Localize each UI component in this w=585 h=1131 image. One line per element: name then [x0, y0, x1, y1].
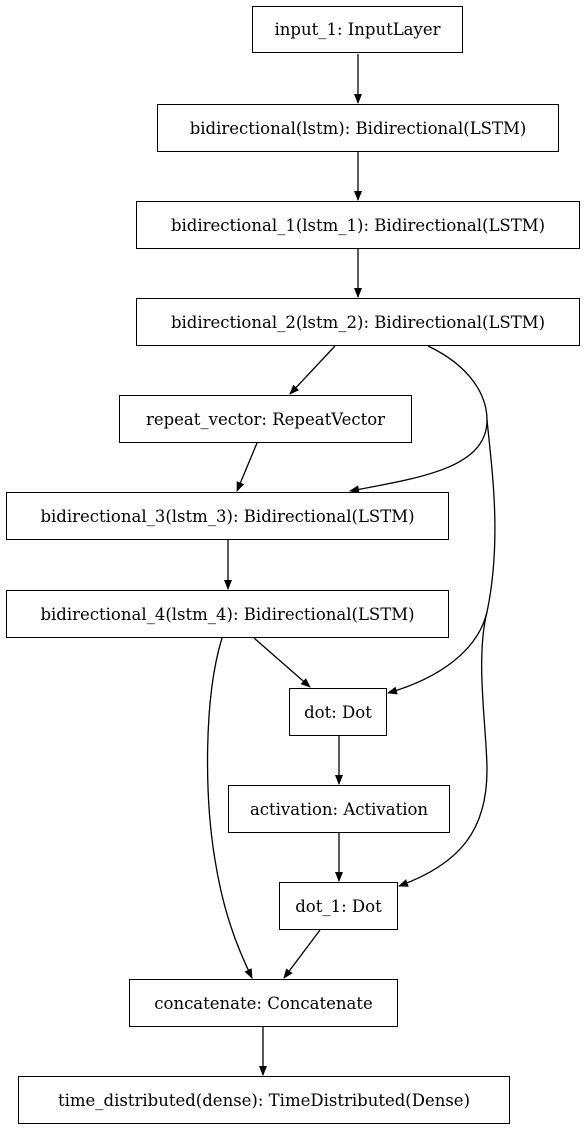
node-bidirectional-3: bidirectional_3(lstm_3): Bidirectional(L…: [6, 492, 449, 540]
edge-bidirectional-2-to-bidirectional-3: [349, 345, 488, 494]
node-label: concatenate: Concatenate: [154, 993, 373, 1013]
edge-bidirectional-2-to-dot: [387, 419, 496, 695]
edge-bidirectional-4-to-dot: [253, 637, 311, 688]
node-label: bidirectional_4(lstm_4): Bidirectional(L…: [40, 604, 415, 624]
node-label: bidirectional(lstm): Bidirectional(LSTM): [189, 118, 527, 138]
node-bidirectional: bidirectional(lstm): Bidirectional(LSTM): [157, 104, 559, 152]
edge-repeat-vector-to-bidirectional-3: [236, 442, 258, 492]
node-label: time_distributed(dense): TimeDistributed…: [57, 1090, 471, 1110]
node-label: bidirectional_2(lstm_2): Bidirectional(L…: [170, 312, 546, 332]
node-dot-1: dot_1: Dot: [279, 882, 398, 930]
node-label: activation: Activation: [249, 799, 429, 819]
node-bidirectional-2: bidirectional_2(lstm_2): Bidirectional(L…: [136, 298, 580, 346]
edge-dot-1-to-concatenate: [283, 929, 321, 979]
edge-bidirectional-2-to-dot-1: [398, 611, 488, 887]
node-label: bidirectional_3(lstm_3): Bidirectional(L…: [40, 506, 415, 526]
node-label: input_1: InputLayer: [274, 20, 441, 39]
node-bidirectional-1: bidirectional_1(lstm_1): Bidirectional(L…: [136, 201, 580, 249]
node-bidirectional-4: bidirectional_4(lstm_4): Bidirectional(L…: [6, 590, 449, 638]
node-time-distributed: time_distributed(dense): TimeDistributed…: [18, 1076, 510, 1124]
node-label: repeat_vector: RepeatVector: [145, 409, 386, 429]
node-label: bidirectional_1(lstm_1): Bidirectional(L…: [170, 215, 546, 235]
edge-bidirectional-4-to-concatenate: [206, 637, 253, 979]
node-dot: dot: Dot: [289, 688, 387, 736]
node-input-1: input_1: InputLayer: [252, 6, 463, 53]
node-repeat-vector: repeat_vector: RepeatVector: [119, 395, 412, 443]
node-concatenate: concatenate: Concatenate: [129, 979, 398, 1027]
edge-bidirectional-2-to-repeat-vector: [289, 345, 336, 395]
node-label: dot_1: Dot: [295, 896, 382, 916]
node-label: dot: Dot: [304, 702, 372, 722]
node-activation: activation: Activation: [228, 785, 450, 833]
